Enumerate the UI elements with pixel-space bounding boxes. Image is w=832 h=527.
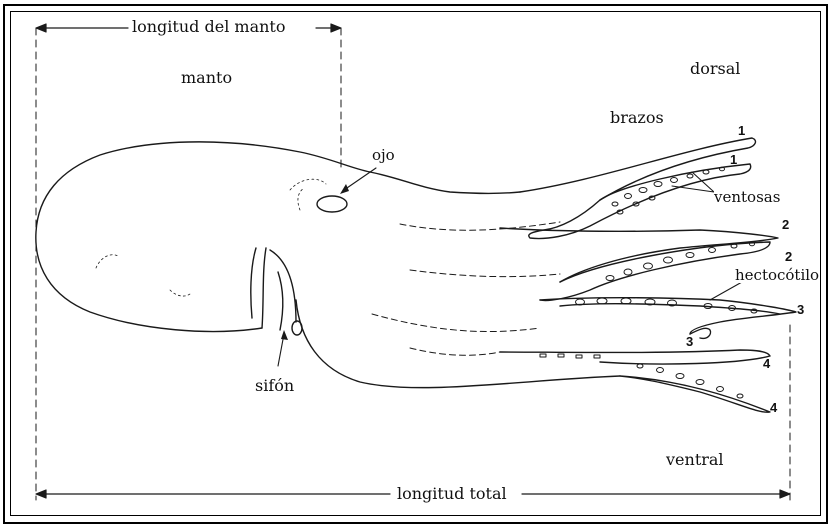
arm-number-4b: 4: [770, 401, 777, 414]
suckers-label: ventosas: [714, 190, 780, 205]
head-dorsal-outline: [370, 172, 520, 194]
dorsal-label: dorsal: [690, 61, 740, 77]
mantle-label: manto: [181, 70, 232, 86]
hectocotylus-label: hectocótilo: [735, 268, 819, 283]
head-ventral-outline: [296, 300, 620, 388]
eye: [317, 196, 347, 212]
arm-4-suckers: [540, 354, 743, 398]
eye-label: ojo: [372, 148, 395, 163]
siphon-label: sifón: [255, 378, 294, 394]
arm-number-1b: 1: [730, 153, 737, 166]
arm-1-dashed: [400, 222, 560, 230]
arm-number-1a: 1: [738, 124, 745, 137]
eye-pointer: [344, 168, 376, 190]
mantle-outline: [36, 142, 370, 332]
mantle-texture: [96, 179, 326, 296]
arm-3-lower: [560, 304, 780, 314]
arm-number-2a: 2: [782, 218, 789, 231]
arm-number-3a: 3: [797, 303, 804, 316]
siphon-shape: [251, 248, 302, 335]
arm-2-dashed: [410, 270, 560, 277]
eye-pointer-head: [340, 184, 349, 194]
arm-number-4a: 4: [763, 357, 770, 370]
arm-3-suckers: [576, 298, 758, 313]
total-length-label: longitud total: [397, 486, 507, 502]
arm-4-dashed: [410, 348, 500, 355]
hectocotylus-pointer: [710, 282, 742, 300]
siphon-pointer-head: [281, 330, 288, 340]
arm-4-lower: [620, 376, 770, 412]
ventral-label: ventral: [666, 452, 724, 468]
arm-number-3b: 3: [686, 335, 693, 348]
arm-3-dashed: [372, 314, 540, 332]
arm-number-2b: 2: [785, 250, 792, 263]
mantle-length-label: longitud del manto: [132, 19, 285, 35]
arms-label: brazos: [610, 110, 664, 126]
